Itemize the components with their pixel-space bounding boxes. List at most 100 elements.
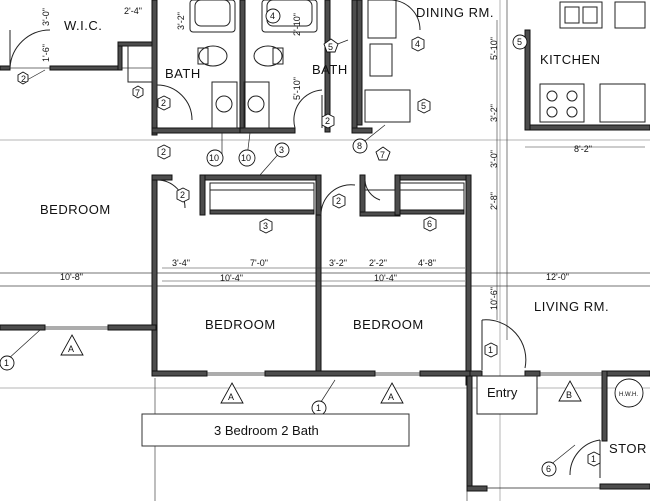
dimension-label: 8'-2" xyxy=(574,144,592,154)
hexagon-icon xyxy=(321,113,335,129)
dimension-label: 7'-0" xyxy=(250,258,268,268)
tag-5: 5 xyxy=(517,37,522,47)
tag-b: B xyxy=(566,390,572,400)
dimension-label: 3'-4" xyxy=(172,258,190,268)
hexagon-icon xyxy=(259,218,273,234)
dimension-label: 5'-10" xyxy=(489,37,499,60)
toilet-icon xyxy=(198,45,228,67)
closets xyxy=(209,182,465,215)
pentagon-tags xyxy=(323,38,391,161)
triangle-tags xyxy=(60,334,582,404)
plan-name-box xyxy=(141,413,410,447)
room-label-bedroom: BEDROOM xyxy=(205,317,276,332)
tag-2: 2 xyxy=(21,74,26,84)
dimension-label: 4'-8" xyxy=(418,258,436,268)
sink-icon xyxy=(247,95,265,113)
room-label-living: LIVING RM. xyxy=(534,299,609,314)
tag-1: 1 xyxy=(4,358,9,368)
tag-1: 1 xyxy=(591,454,596,464)
dimension-label: 2'-8" xyxy=(489,192,499,210)
dimension-label: 1'-6" xyxy=(41,44,51,62)
room-label-kitchen: KITCHEN xyxy=(540,52,601,67)
doors xyxy=(9,0,601,478)
circle-tag-icon xyxy=(206,149,224,167)
tag-a: A xyxy=(388,392,394,402)
dimension-label: 2'-4" xyxy=(124,6,142,16)
room-label-wic: W.I.C. xyxy=(64,18,102,33)
tag-2: 2 xyxy=(336,196,341,206)
tag-4: 4 xyxy=(270,11,275,21)
dimension-label: 3'-2" xyxy=(176,12,186,30)
hexagon-icon xyxy=(332,193,346,209)
room-label-bedroom: BEDROOM xyxy=(40,202,111,217)
tag-8: 8 xyxy=(357,141,362,151)
tag-10: 10 xyxy=(241,153,251,163)
tag-1: 1 xyxy=(316,403,321,413)
hexagon-icon xyxy=(17,71,29,85)
windows xyxy=(45,326,602,489)
hexagon-icon xyxy=(132,85,144,99)
dimension-label: 3'-2" xyxy=(329,258,347,268)
hexagon-icon xyxy=(484,342,498,358)
circle-tag-icon xyxy=(541,461,557,477)
dimension-label: 3'-0" xyxy=(41,8,51,26)
dimension-label: 10'-4" xyxy=(220,273,243,283)
tag-10: 10 xyxy=(209,153,219,163)
dimension-label: 10'-4" xyxy=(374,273,397,283)
hexagon-icon xyxy=(587,451,601,467)
dimension-label: 10'-8" xyxy=(60,272,83,282)
room-label-bedroom: BEDROOM xyxy=(353,317,424,332)
dimension-label: 12'-0" xyxy=(546,272,569,282)
tag-a: A xyxy=(228,392,234,402)
circle-tag-icon xyxy=(352,138,368,154)
tag-6: 6 xyxy=(546,464,551,474)
toilet-icon xyxy=(253,45,283,67)
dimension-lines xyxy=(162,20,645,320)
circle-tag-icon xyxy=(512,34,528,50)
triangle-icon xyxy=(220,382,244,404)
hexagon-icon xyxy=(176,187,190,203)
dimension-label: 5'-10" xyxy=(292,77,302,100)
tag-2: 2 xyxy=(180,190,185,200)
hwh-icon xyxy=(614,378,644,408)
hexagon-icon xyxy=(411,36,425,52)
hexagon-icon xyxy=(423,216,437,232)
tag-5: 5 xyxy=(421,101,426,111)
tag-hwh: H.W.H. xyxy=(619,392,638,398)
triangle-icon xyxy=(380,382,404,404)
room-label-dining: DINING RM. xyxy=(416,5,494,20)
triangle-icon xyxy=(60,334,84,356)
pentagon-icon xyxy=(375,146,391,161)
circle-tag-icon xyxy=(0,355,15,371)
triangle-icon xyxy=(558,380,582,402)
dimension-label: 3'-2" xyxy=(489,104,499,122)
tag-2: 2 xyxy=(161,98,166,108)
hexagon-tags xyxy=(17,36,601,467)
tag-3: 3 xyxy=(263,221,268,231)
entry-box xyxy=(476,375,538,415)
tag-7: 7 xyxy=(380,150,385,160)
dimension-label: 3'-0" xyxy=(489,150,499,168)
circle-tag-icon xyxy=(274,142,290,158)
dimension-label: 10'-6" xyxy=(489,287,499,310)
tag-3: 3 xyxy=(279,145,284,155)
tag-2: 2 xyxy=(161,147,166,157)
circle-tag-icon xyxy=(238,149,256,167)
circle-tag-icon xyxy=(265,8,281,24)
tag-4: 4 xyxy=(415,39,420,49)
tag-1: 1 xyxy=(488,345,493,355)
hexagon-icon xyxy=(157,144,171,160)
tag-7: 7 xyxy=(135,88,140,98)
tag-2: 2 xyxy=(325,116,330,126)
room-label-stor: STOR xyxy=(609,441,647,456)
pentagon-icon xyxy=(323,38,339,53)
hexagon-icon xyxy=(157,95,171,111)
entry-label: Entry xyxy=(487,385,518,400)
kitchen-fixtures xyxy=(364,0,646,123)
hexagon-icon xyxy=(417,98,431,114)
dimension-label: 2'-2" xyxy=(369,258,387,268)
tag-6: 6 xyxy=(427,219,432,229)
plan-name-label: 3 Bedroom 2 Bath xyxy=(214,423,319,438)
